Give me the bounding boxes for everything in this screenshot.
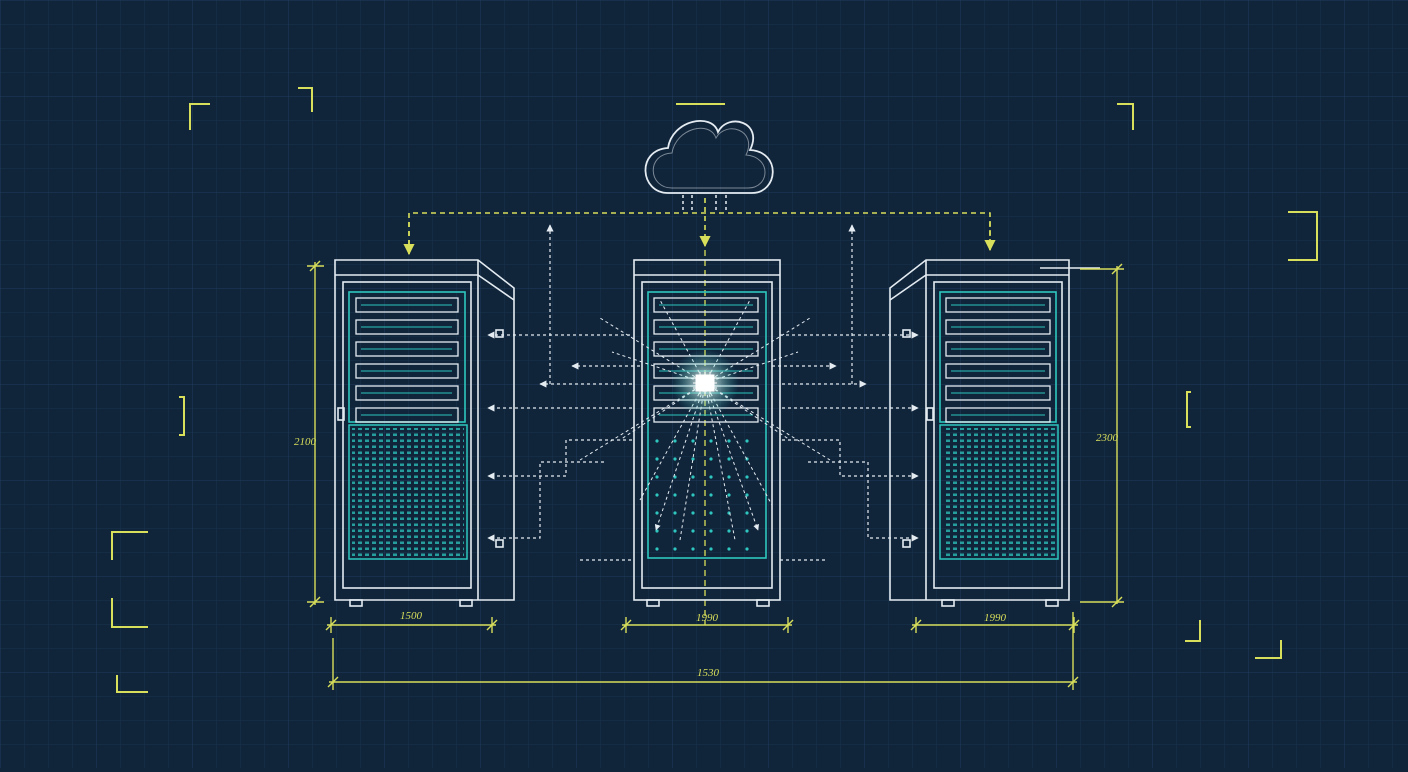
cloud-uplinks (682, 195, 727, 212)
left-vent-panel (348, 424, 468, 560)
server-rack-center (633, 259, 781, 607)
left-rack-units (355, 297, 459, 423)
right-vent-panel (939, 424, 1059, 560)
left-width-label: 1500 (400, 610, 423, 622)
left-height-label: 2100 (294, 436, 317, 448)
right-width-label: 1990 (984, 612, 1007, 624)
server-rack-left (334, 259, 515, 607)
server-rack-right (889, 259, 1100, 607)
corner-brackets (111, 87, 1318, 693)
connectors-left (487, 224, 640, 561)
center-width-label: 1990 (696, 612, 719, 624)
network-hub-icon (671, 349, 739, 417)
dimension-lines (307, 260, 1124, 690)
total-width-label: 1530 (697, 667, 720, 679)
cloud-icon (644, 120, 774, 194)
right-rack-units (945, 297, 1051, 423)
right-height-label: 2300 (1096, 432, 1119, 444)
connectors-right (772, 224, 919, 561)
dimension-labels: 1500 1990 1990 1530 2100 2300 (294, 432, 1119, 679)
center-led-matrix (651, 430, 763, 554)
